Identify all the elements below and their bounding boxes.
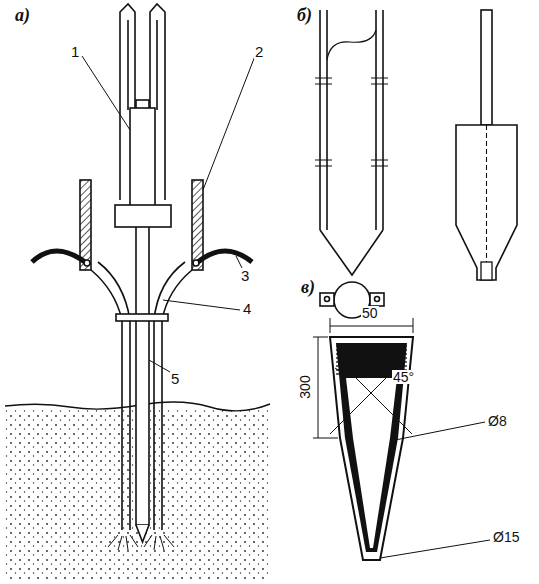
angle-label: 45° — [392, 370, 415, 384]
dimension-label: 300 — [298, 374, 312, 399]
callout-number: 2 — [254, 44, 264, 59]
figure-letter: а) — [14, 6, 31, 24]
dimension-label: 50 — [361, 306, 379, 320]
figure-letter: б) — [296, 6, 313, 24]
dimension-label: Ø15 — [492, 530, 520, 544]
figure-letter: в) — [300, 278, 316, 296]
callout-number: 1 — [70, 44, 80, 59]
callout-number: 4 — [242, 301, 252, 316]
callout-number: 5 — [170, 371, 180, 386]
callout-number: 3 — [240, 268, 250, 283]
dimension-label: Ø8 — [487, 414, 508, 428]
